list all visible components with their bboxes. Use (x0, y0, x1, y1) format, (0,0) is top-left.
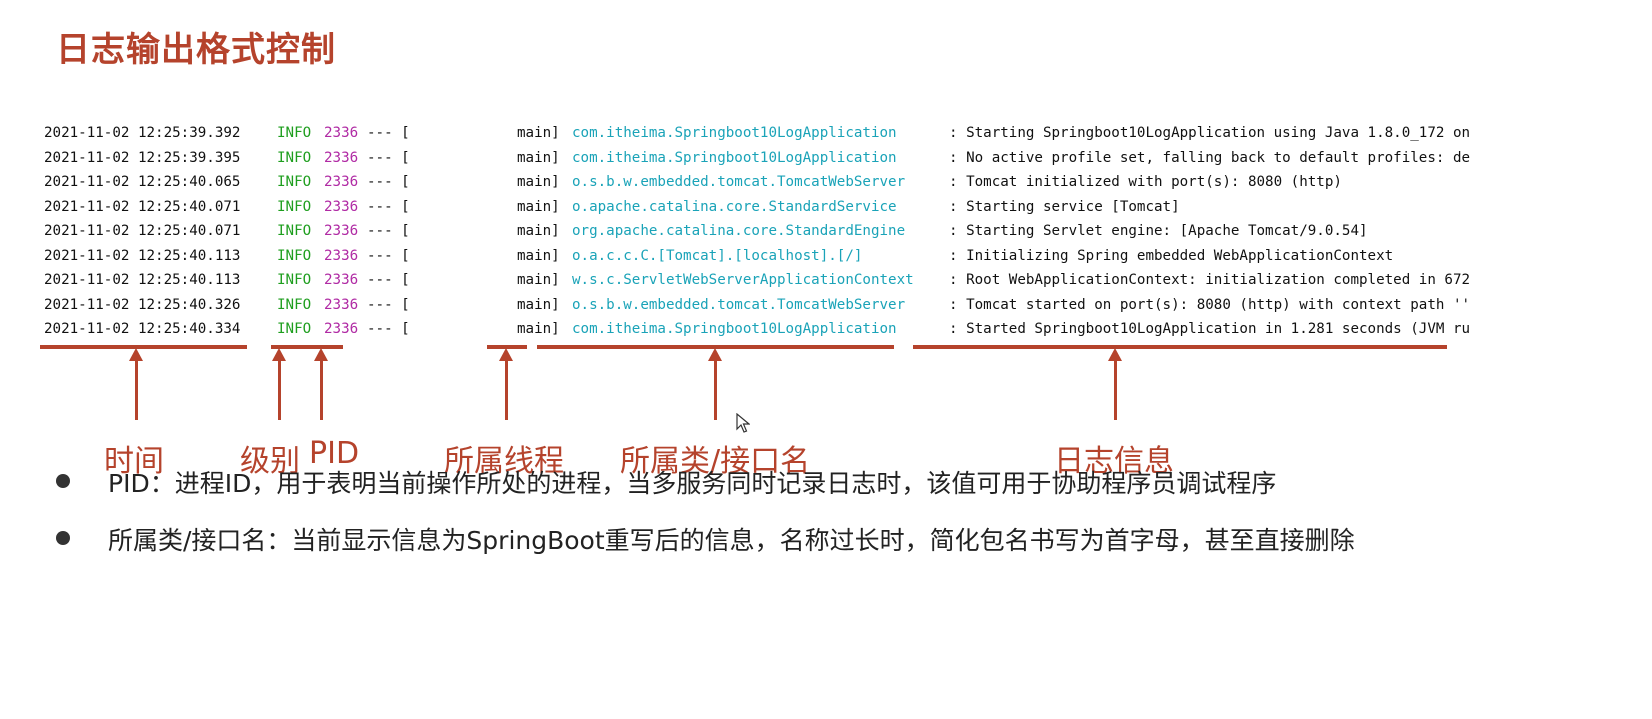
underline-pid (303, 345, 343, 349)
underline-message (913, 345, 1447, 349)
log-separator: --- [ (367, 321, 410, 337)
log-row: 2021-11-02 12:25:39.392 INFO 2336 --- [ main… (44, 121, 1524, 146)
log-message: : Starting Servlet engine: [Apache Tomca… (949, 223, 1368, 239)
label-level: 级别 (240, 444, 300, 479)
log-logger: o.s.b.w.embedded.tomcat.TomcatWebServer (572, 296, 906, 313)
log-level: INFO (277, 149, 312, 166)
arrow-up-icon (314, 348, 328, 420)
log-separator: --- [ (367, 149, 410, 166)
log-logger: o.s.b.w.embedded.tomcat.TomcatWebServer (572, 174, 906, 190)
log-message: : Started Springboot10LogApplication in … (949, 321, 1471, 337)
log-thread: main] (517, 125, 560, 141)
label-logger: 所属类/接口名 (620, 444, 811, 479)
log-level: INFO (277, 174, 312, 190)
log-time: 2021-11-02 12:25:40.071 (44, 223, 241, 239)
log-message: : Starting service [Tomcat] (949, 198, 1180, 215)
log-separator: --- [ (367, 125, 410, 141)
underline-time (40, 345, 247, 349)
log-separator: --- [ (367, 198, 410, 215)
label-thread: 所属线程 (444, 444, 564, 479)
log-pid: 2336 (324, 149, 359, 166)
bullet-text-logger: 所属类/接口名：当前显示信息为SpringBoot重写后的信息，名称过长时，简化… (108, 526, 1355, 555)
label-message: 日志信息 (1054, 444, 1174, 479)
log-level: INFO (277, 272, 312, 288)
log-logger: com.itheima.Springboot10LogApplication (572, 149, 897, 166)
log-row: 2021-11-02 12:25:40.071 INFO 2336 --- [ main… (44, 195, 1524, 220)
log-thread: main] (517, 223, 560, 239)
bullet-dot (56, 474, 70, 488)
log-row: 2021-11-02 12:25:40.065 INFO 2336 --- [ main… (44, 170, 1524, 195)
log-time: 2021-11-02 12:25:40.071 (44, 198, 241, 215)
log-level: INFO (277, 296, 312, 313)
log-logger: w.s.c.ServletWebServerApplicationContext (572, 272, 914, 288)
log-separator: --- [ (367, 247, 410, 264)
page-title: 日志输出格式控制 (56, 30, 336, 70)
log-separator: --- [ (367, 174, 410, 190)
arrow-up-icon (499, 348, 513, 420)
log-level: INFO (277, 321, 312, 337)
log-thread: main] (517, 174, 560, 190)
log-time: 2021-11-02 12:25:40.113 (44, 247, 241, 264)
log-time: 2021-11-02 12:25:40.065 (44, 174, 241, 190)
label-pid: PID (309, 436, 360, 471)
log-level: INFO (277, 247, 312, 264)
log-separator: --- [ (367, 272, 410, 288)
log-pid: 2336 (324, 247, 359, 264)
log-separator: --- [ (367, 223, 410, 239)
log-row: 2021-11-02 12:25:40.334 INFO 2336 --- [ main… (44, 317, 1524, 342)
log-pid: 2336 (324, 198, 359, 215)
log-thread: main] (517, 247, 560, 264)
mouse-cursor-icon (736, 413, 750, 433)
log-pid: 2336 (324, 174, 359, 190)
log-thread: main] (517, 149, 560, 166)
log-row: 2021-11-02 12:25:40.113 INFO 2336 --- [ main… (44, 244, 1524, 269)
log-row: 2021-11-02 12:25:40.326 INFO 2336 --- [ main… (44, 293, 1524, 318)
log-pid: 2336 (324, 125, 359, 141)
log-message: : No active profile set, falling back to… (949, 149, 1471, 166)
log-row: 2021-11-02 12:25:40.113 INFO 2336 --- [ main… (44, 268, 1524, 293)
log-time: 2021-11-02 12:25:39.395 (44, 149, 241, 166)
log-time: 2021-11-02 12:25:39.392 (44, 125, 241, 141)
log-pid: 2336 (324, 272, 359, 288)
arrow-up-icon (1108, 348, 1122, 420)
arrow-up-icon (708, 348, 722, 420)
log-message: : Tomcat initialized with port(s): 8080 … (949, 174, 1342, 190)
log-message: : Root WebApplicationContext: initializa… (949, 272, 1471, 288)
underline-thread (487, 345, 527, 349)
log-level: INFO (277, 125, 312, 141)
log-row: 2021-11-02 12:25:39.395 INFO 2336 --- [ main… (44, 146, 1524, 171)
log-thread: main] (517, 321, 560, 337)
log-message: : Starting Springboot10LogApplication us… (949, 125, 1471, 141)
underline-level (271, 345, 309, 349)
log-pid: 2336 (324, 223, 359, 239)
bullet-dot (56, 531, 70, 545)
log-time: 2021-11-02 12:25:40.334 (44, 321, 241, 337)
log-level: INFO (277, 223, 312, 239)
log-pid: 2336 (324, 296, 359, 313)
log-row: 2021-11-02 12:25:40.071 INFO 2336 --- [ main… (44, 219, 1524, 244)
log-thread: main] (517, 272, 560, 288)
log-thread: main] (517, 296, 560, 313)
arrow-up-icon (272, 348, 286, 420)
log-logger: org.apache.catalina.core.StandardEngine (572, 223, 906, 239)
log-logger: o.a.c.c.C.[Tomcat].[localhost].[/] (572, 247, 863, 264)
bullet-text-pid: PID：进程ID，用于表明当前操作所处的进程，当多服务同时记录日志时，该值可用于… (108, 469, 1277, 498)
log-logger: o.apache.catalina.core.StandardService (572, 198, 897, 215)
log-message: : Initializing Spring embedded WebApplic… (949, 247, 1394, 264)
log-thread: main] (517, 198, 560, 215)
log-separator: --- [ (367, 296, 410, 313)
log-logger: com.itheima.Springboot10LogApplication (572, 321, 897, 337)
log-level: INFO (277, 198, 312, 215)
label-time: 时间 (104, 444, 164, 479)
log-logger: com.itheima.Springboot10LogApplication (572, 125, 897, 141)
log-message: : Tomcat started on port(s): 8080 (http)… (949, 296, 1471, 313)
log-pid: 2336 (324, 321, 359, 337)
log-time: 2021-11-02 12:25:40.326 (44, 296, 241, 313)
underline-logger (537, 345, 894, 349)
log-time: 2021-11-02 12:25:40.113 (44, 272, 241, 288)
arrow-up-icon (129, 348, 143, 420)
